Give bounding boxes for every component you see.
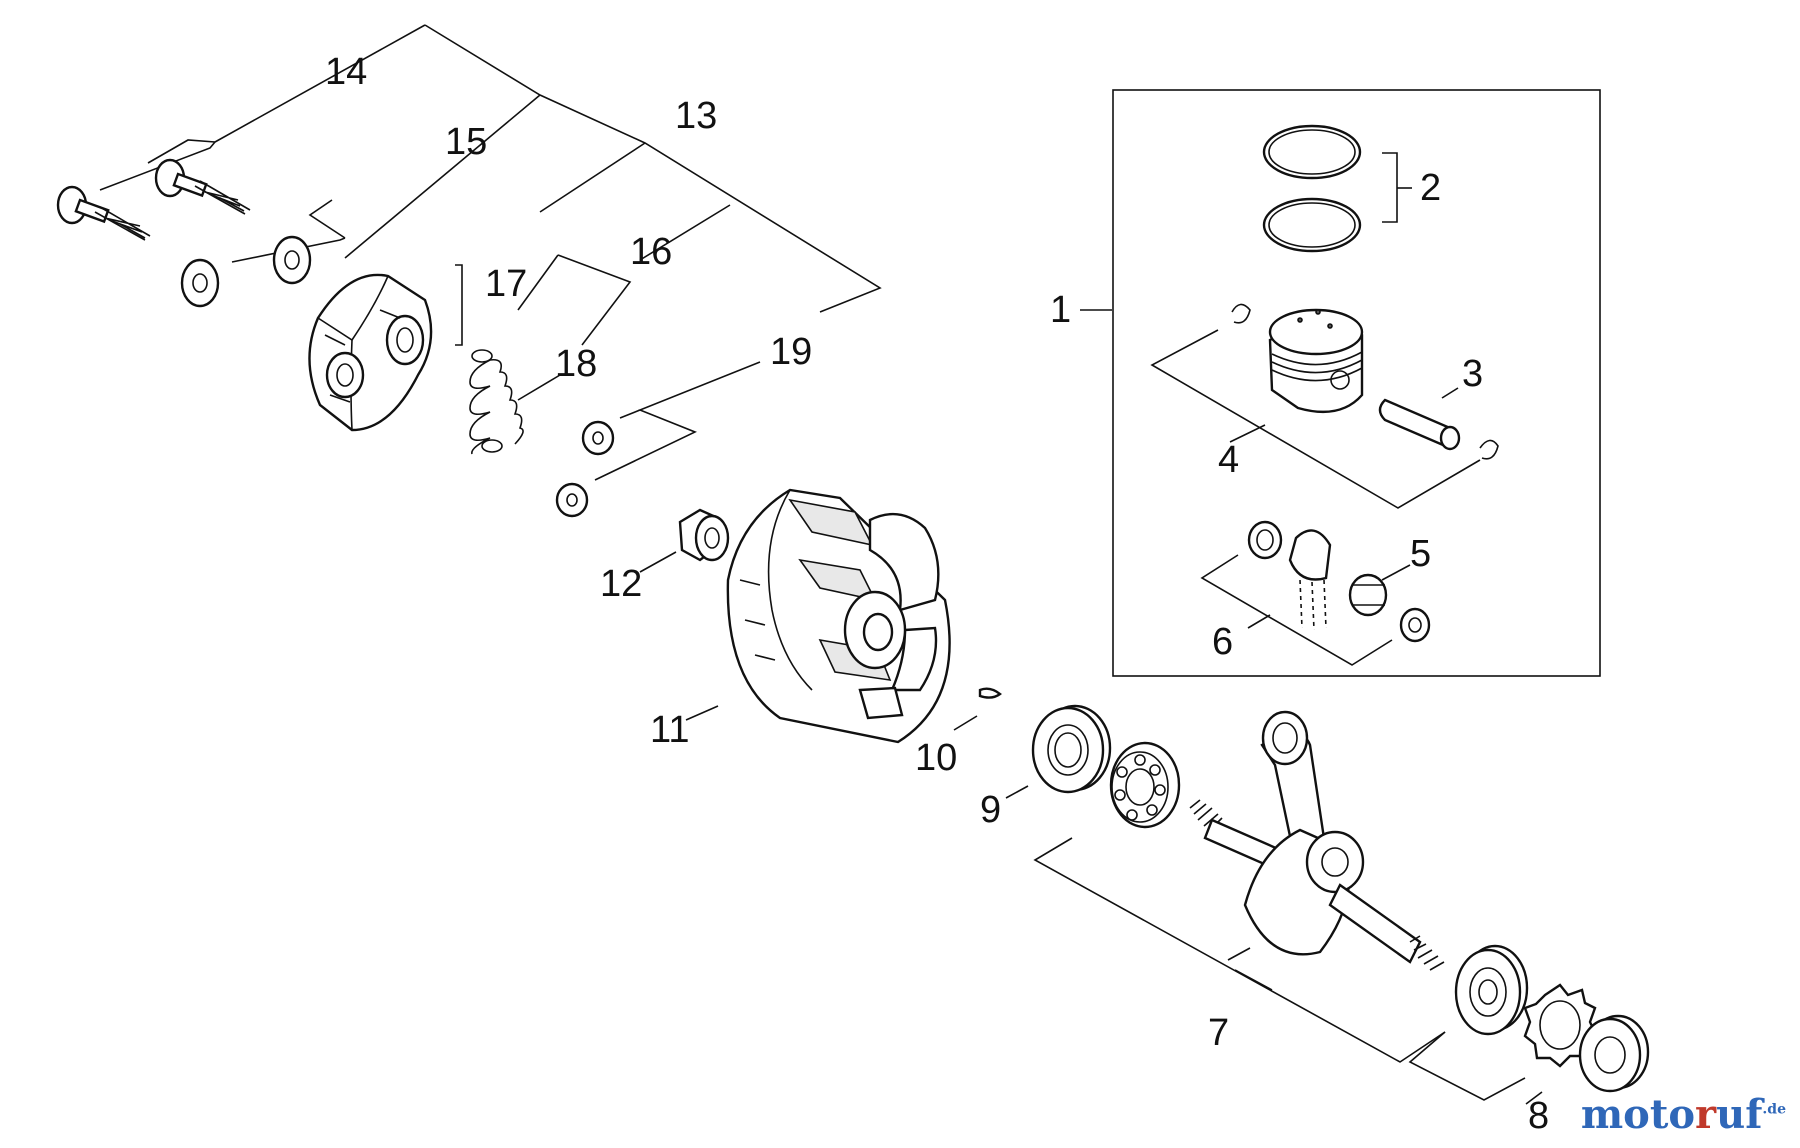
callout-17: 17 xyxy=(485,263,527,305)
callout-2: 2 xyxy=(1420,167,1441,209)
callout-18: 18 xyxy=(555,343,597,385)
gear-part xyxy=(1523,983,1598,1068)
callout-1: 1 xyxy=(1050,289,1071,331)
flange-nut-part xyxy=(678,508,730,562)
end-seal-part xyxy=(1578,1014,1650,1093)
clutch-spring-part xyxy=(469,349,524,455)
clutch-shoe-part xyxy=(308,273,433,432)
flywheel-part xyxy=(726,488,951,744)
leader-lines xyxy=(99,24,1543,1105)
callout-19: 19 xyxy=(770,331,812,373)
washer-small-part xyxy=(555,420,615,518)
bearing-lower-part xyxy=(1454,944,1529,1036)
callout-6: 6 xyxy=(1212,621,1233,663)
piston-kit-box xyxy=(1112,89,1601,677)
shoulder-bolt-part-2 xyxy=(154,158,251,215)
callout-labels: 1 2 3 4 5 6 7 8 9 10 11 12 13 14 15 16 1… xyxy=(325,51,1549,1137)
callout-4: 4 xyxy=(1218,439,1239,481)
callout-11: 11 xyxy=(650,709,689,751)
oil-seal-part xyxy=(1031,704,1112,794)
callout-15: 15 xyxy=(445,121,487,163)
woodruff-key-part xyxy=(978,687,1002,699)
callout-3: 3 xyxy=(1462,353,1483,395)
callout-16: 16 xyxy=(630,231,672,273)
callout-14: 14 xyxy=(325,51,367,93)
callout-13: 13 xyxy=(675,95,717,137)
shoulder-bolt-part xyxy=(56,185,151,241)
callout-7: 7 xyxy=(1208,1012,1229,1054)
bearing-part xyxy=(1109,741,1181,829)
callout-9: 9 xyxy=(980,789,1001,831)
callout-10: 10 xyxy=(915,737,957,779)
watermark-tld: .de xyxy=(1762,1101,1786,1118)
callout-5: 5 xyxy=(1410,533,1431,575)
watermark-text: motoruf xyxy=(1580,1091,1763,1138)
callout-8: 8 xyxy=(1528,1095,1549,1137)
callout-12: 12 xyxy=(600,563,642,605)
washer-part xyxy=(180,235,312,308)
crankshaft-part xyxy=(1189,710,1445,971)
watermark-logo: motoruf.de xyxy=(1581,1091,1786,1138)
